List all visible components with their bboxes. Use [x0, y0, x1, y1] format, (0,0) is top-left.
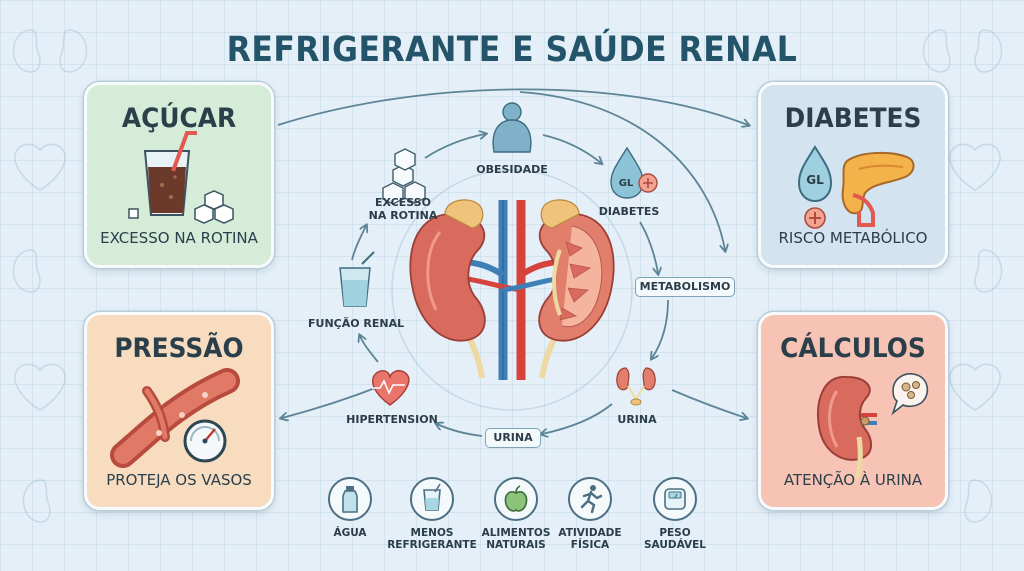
- card-diabetes-caption: RISCO METABÓLICO: [778, 229, 928, 247]
- arrow-diabetes-to-metabolismo: [639, 221, 658, 273]
- obesity-person-icon: [492, 102, 532, 153]
- card-pressao: PRESSÃO PROTEJA OS VASOS: [84, 312, 274, 510]
- sugar-cubes-icon: [382, 148, 426, 205]
- cycle-label-diabetes: DIABETES: [598, 205, 660, 218]
- card-calculos-title: CÁLCULOS: [780, 333, 926, 364]
- arrow-urina-to-urina: [542, 403, 613, 434]
- tip-atividade-fisica: ATIVIDADE FÍSICA: [558, 477, 622, 551]
- tip-menos-refrigerante: MENOS REFRIGERANTE: [387, 477, 477, 551]
- card-pressao-title: PRESSÃO: [114, 333, 244, 364]
- card-calculos-caption: ATENÇÃO À URINA: [783, 471, 923, 489]
- card-diabetes-title: DIABETES: [784, 103, 922, 134]
- tip-peso-saudavel: PESO SAUDÁVEL: [640, 477, 710, 551]
- card-diabetes-glucose-text: GL: [806, 173, 824, 187]
- card-pressao-caption: PROTEJA OS VASOS: [106, 471, 252, 489]
- scale-icon: [664, 488, 686, 510]
- tip-label: ALIMENTOS NATURAIS: [481, 527, 551, 551]
- blood-vessel-gauge-icon: [110, 368, 240, 468]
- tip-agua: ÁGUA: [318, 477, 382, 539]
- tip-label: MENOS REFRIGERANTE: [387, 527, 477, 551]
- glass-icon: [423, 483, 441, 511]
- kidneys-illustration: [409, 199, 615, 380]
- cycle-label-metabolismo: METABOLISMO: [635, 277, 735, 297]
- glucose-drop-icon: [610, 146, 658, 199]
- arrow-metabolismo-to-urina: [652, 299, 669, 358]
- arrow-excesso-to-obesidade: [424, 134, 485, 159]
- card-acucar-caption: EXCESSO NA ROTINA: [100, 229, 258, 247]
- arrow-urina-to-hipertension: [437, 424, 483, 437]
- cycle-label-excesso: EXCESSO NA ROTINA: [368, 196, 438, 222]
- pancreas-icon: [797, 145, 915, 229]
- running-person-icon: [580, 485, 603, 514]
- card-diabetes: DIABETES GL RISCO METABÓLICO: [758, 82, 948, 268]
- arrow-funcao-to-excesso: [351, 226, 366, 261]
- apple-icon: [504, 485, 528, 512]
- tip-label: ATIVIDADE FÍSICA: [558, 527, 622, 551]
- cycle-label-urina-bottom: URINA: [485, 428, 541, 448]
- card-acucar: AÇÚCAR EXCESSO NA ROTINA: [84, 82, 274, 268]
- soda-glass-icon: [128, 131, 234, 224]
- tip-label: ÁGUA: [333, 527, 367, 539]
- arrow-acucar-to-diabetes: [277, 88, 748, 125]
- water-bottle-icon: [342, 486, 358, 513]
- tip-label: PESO SAUDÁVEL: [643, 527, 706, 551]
- heart-pulse-icon: [371, 369, 410, 406]
- urinary-icon: [616, 367, 656, 406]
- cycle-label-hipertension: HIPERTENSION: [346, 413, 438, 426]
- cycle-label-obesidade: OBESIDADE: [476, 163, 548, 176]
- cycle-arrows: [351, 134, 669, 437]
- cycle-glucose-text: GL: [619, 178, 634, 189]
- card-calculos: CÁLCULOS ATENÇÃO À URINA: [758, 312, 948, 510]
- arrow-obesidade-to-diabetes: [542, 134, 601, 163]
- arrow-to-calculos: [671, 389, 746, 418]
- card-acucar-title: AÇÚCAR: [121, 103, 237, 134]
- water-glass-icon: [339, 251, 375, 307]
- tip-alimentos-naturais: ALIMENTOS NATURAIS: [478, 477, 554, 551]
- cycle-label-urina-right: URINA: [617, 413, 657, 426]
- arrow-hipertension-to-funcao: [360, 336, 379, 363]
- kidney-stone-icon: [817, 373, 929, 480]
- cycle-label-funcao-renal: FUNÇÃO RENAL: [308, 317, 405, 330]
- arrow-top-to-metabolismo: [519, 91, 725, 250]
- page-title: REFRIGERANTE E SAÚDE RENAL: [226, 30, 798, 70]
